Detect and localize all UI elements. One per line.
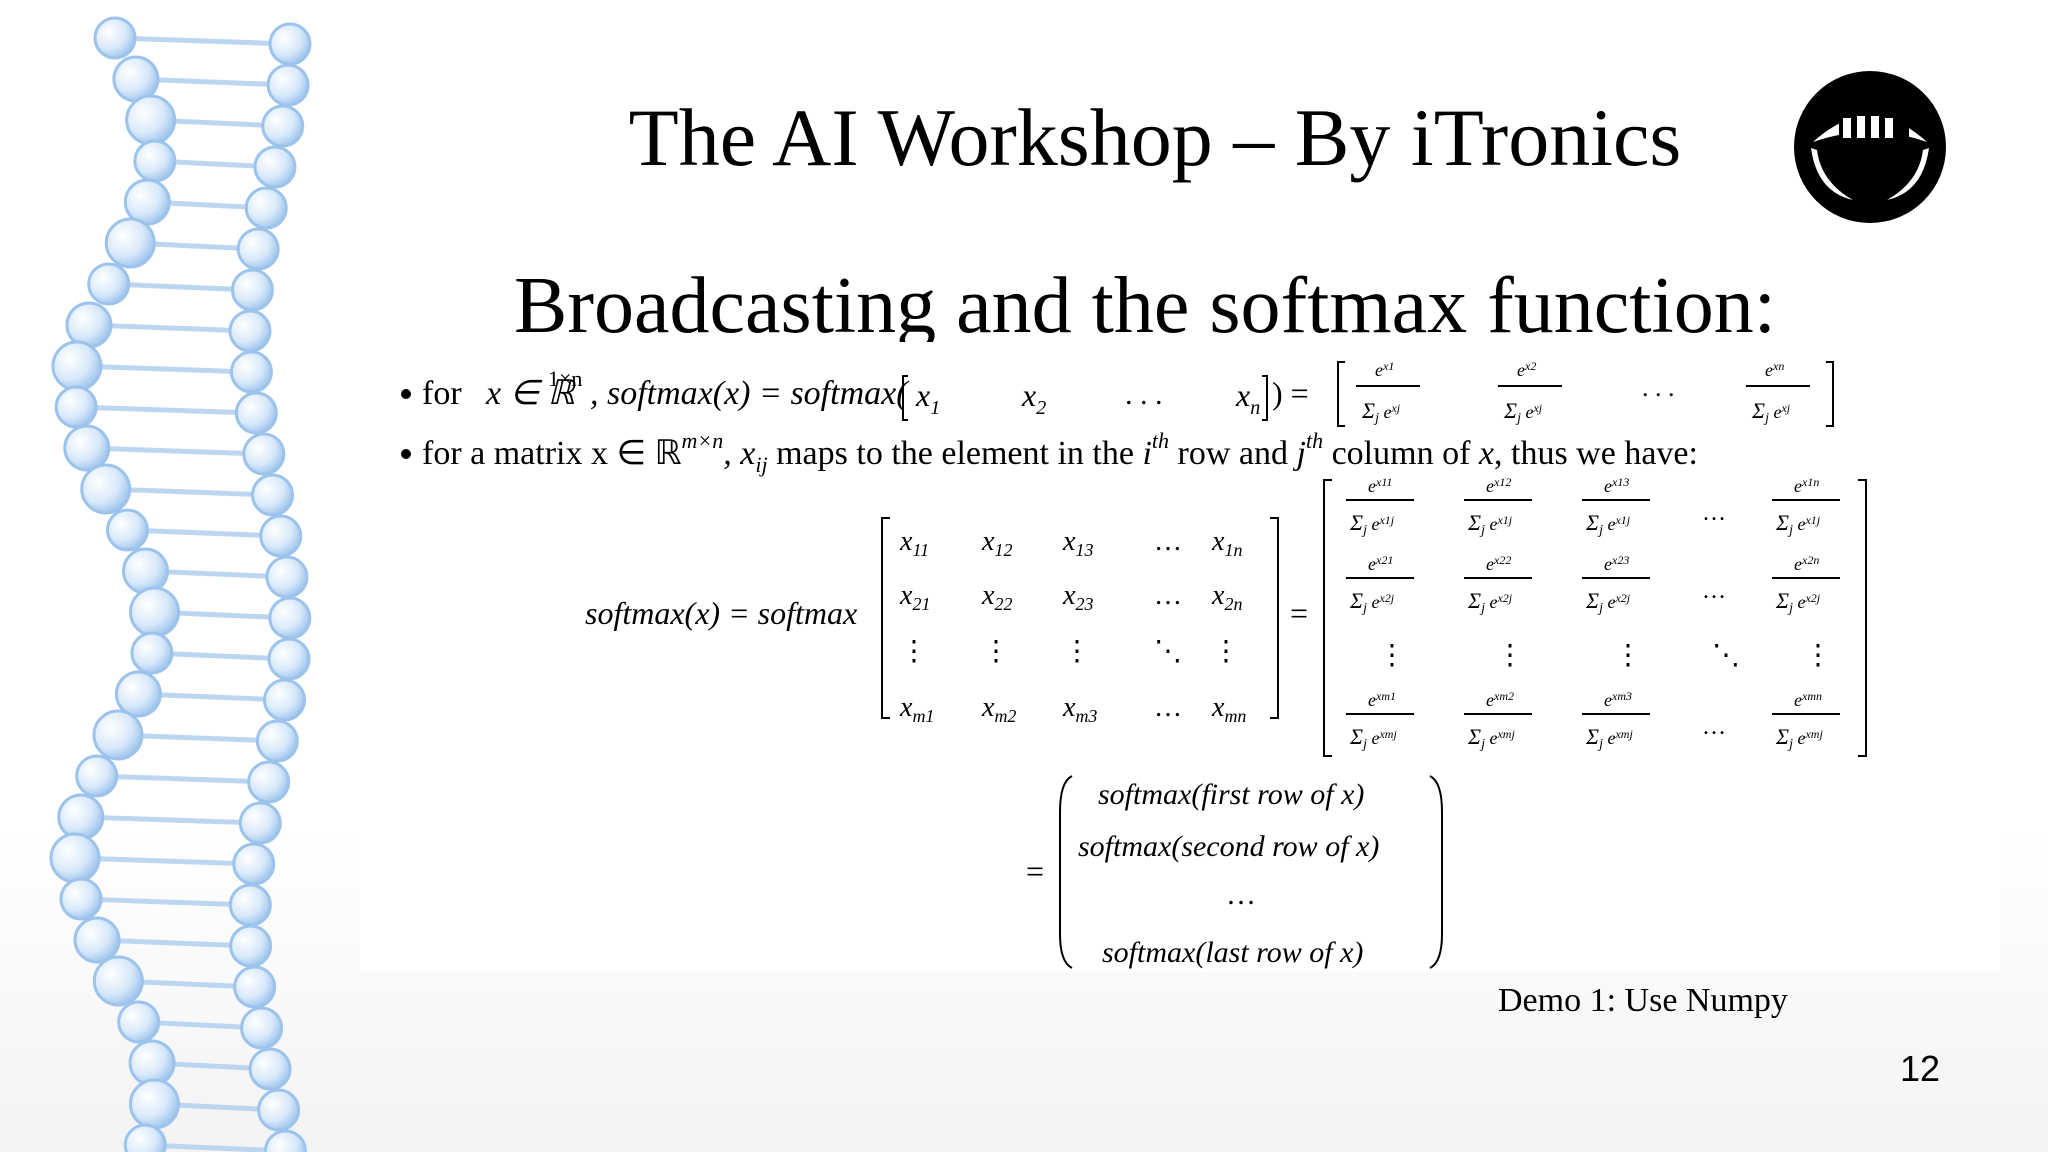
- dna-helix-decoration: [49, 16, 312, 1152]
- row-label-last: softmax(last row of x): [1102, 936, 1363, 969]
- equals-sign: =: [1290, 595, 1308, 631]
- svg-text:xm2: xm2: [981, 692, 1016, 726]
- bullet2-sup: m×n: [682, 428, 724, 453]
- svg-text:Σj ex2j: Σj ex2j: [1585, 588, 1631, 616]
- svg-text:Σj ex1j: Σj ex1j: [1585, 510, 1631, 538]
- bullet2-text: for a matrix x ∈ ℝ: [422, 435, 682, 472]
- page-number: 12: [1900, 1048, 1941, 1089]
- svg-text:Σj exmj: Σj exmj: [1585, 724, 1633, 752]
- bullet2-row: row and: [1169, 435, 1296, 472]
- svg-text:⋱: ⋱: [1712, 640, 1740, 671]
- svg-text:exmn: exmn: [1794, 689, 1822, 710]
- svg-text:ex23: ex23: [1604, 553, 1629, 574]
- svg-text:x13: x13: [1062, 526, 1093, 560]
- softmax-lhs: softmax(x) = softmax: [585, 595, 857, 631]
- svg-text:ex1n: ex1n: [1794, 475, 1819, 496]
- svg-text:⋮: ⋮: [1804, 640, 1832, 671]
- svg-text:exn: exn: [1765, 359, 1784, 380]
- softmax-formula: for x ∈ ℝ 1×n , softmax(x) = softmax( x1…: [401, 359, 1867, 969]
- svg-text:. . .: . . .: [1125, 378, 1163, 411]
- svg-text:…: …: [1154, 580, 1182, 611]
- svg-text:Σj exmj: Σj exmj: [1467, 724, 1515, 752]
- svg-text:x1: x1: [915, 377, 940, 419]
- svg-text:xm3: xm3: [1062, 692, 1097, 726]
- svg-text:exm2: exm2: [1486, 689, 1514, 710]
- svg-text:x22: x22: [981, 580, 1012, 614]
- equals-sign-2: =: [1026, 853, 1044, 889]
- svg-text:Σj exj: Σj exj: [1503, 398, 1543, 426]
- bullet2-rest: , x: [723, 435, 755, 472]
- bullet2-col: column of: [1323, 435, 1479, 472]
- bullet1-sup: 1×n: [548, 366, 582, 391]
- svg-text:x23: x23: [1062, 580, 1093, 614]
- svg-text:…: …: [1154, 692, 1182, 723]
- svg-text:x11: x11: [899, 526, 929, 560]
- bullet1-eq: , softmax(x) = softmax(: [590, 375, 910, 412]
- svg-text:x21: x21: [899, 580, 930, 614]
- svg-text:for a matrix x ∈ ℝm×n, xij map: for a matrix x ∈ ℝm×n, xij maps to the e…: [422, 428, 1698, 477]
- svg-text:xm1: xm1: [899, 692, 934, 726]
- bullet2-end: , thus we have:: [1494, 435, 1698, 472]
- svg-text:ex1: ex1: [1375, 359, 1394, 380]
- slide-subtitle: Broadcasting and the softmax function:: [514, 262, 1776, 350]
- svg-text:⋮: ⋮: [1378, 640, 1406, 671]
- formula-panel: for x ∈ ℝ 1×n , softmax(x) = softmax( x1…: [360, 342, 2000, 972]
- svg-text:ex11: ex11: [1368, 475, 1392, 496]
- svg-text:…: …: [1154, 526, 1182, 557]
- bullet2-th-2: th: [1306, 428, 1323, 453]
- svg-text:Σj ex2j: Σj ex2j: [1467, 588, 1513, 616]
- bullet2-i: i: [1142, 435, 1151, 472]
- bullet1-prefix: for: [422, 375, 462, 412]
- bullet2-sub: ij: [755, 452, 767, 477]
- svg-text:x2: x2: [1021, 377, 1046, 419]
- svg-text:xn: xn: [1235, 377, 1260, 419]
- svg-text:. . .: . . .: [1642, 373, 1675, 402]
- bullet2-th: th: [1152, 428, 1169, 453]
- svg-text:⋮: ⋮: [1496, 640, 1524, 671]
- svg-text:Σj exj: Σj exj: [1751, 398, 1791, 426]
- row-label-first: softmax(first row of x): [1098, 778, 1364, 811]
- bullet1-def: x ∈ ℝ: [485, 375, 577, 412]
- svg-text:Σj exmj: Σj exmj: [1349, 724, 1397, 752]
- svg-text:exm1: exm1: [1368, 689, 1396, 710]
- svg-text:ex21: ex21: [1368, 553, 1393, 574]
- svg-text:ex22: ex22: [1486, 553, 1511, 574]
- svg-text:ex2: ex2: [1517, 359, 1536, 380]
- row-label-second: softmax(second row of x): [1078, 830, 1379, 863]
- svg-text:Σj ex1j: Σj ex1j: [1467, 510, 1513, 538]
- svg-text:ex13: ex13: [1604, 475, 1629, 496]
- row-label-ellipsis: …: [1226, 878, 1256, 911]
- svg-text:Σj ex2j: Σj ex2j: [1349, 588, 1395, 616]
- slide-title: The AI Workshop – By iTronics: [628, 92, 1682, 183]
- svg-text:⋮: ⋮: [900, 636, 928, 667]
- svg-text:Σj ex1j: Σj ex1j: [1775, 510, 1821, 538]
- svg-text:exm3: exm3: [1604, 689, 1632, 710]
- svg-text:x12: x12: [981, 526, 1012, 560]
- svg-text:…: …: [1702, 578, 1726, 604]
- svg-text:x2n: x2n: [1211, 580, 1242, 614]
- bullet2-x: x: [1478, 435, 1494, 472]
- bullet2-maps: maps to the element in the: [768, 435, 1143, 472]
- svg-text:xmn: xmn: [1211, 692, 1246, 726]
- svg-text:ex12: ex12: [1486, 475, 1511, 496]
- itronics-logo: [1794, 71, 1946, 223]
- svg-text:x1n: x1n: [1211, 526, 1242, 560]
- bullet-dot: [401, 389, 411, 399]
- svg-text:ex2n: ex2n: [1794, 553, 1819, 574]
- svg-text:Σj ex1j: Σj ex1j: [1349, 510, 1395, 538]
- svg-text:Σj ex2j: Σj ex2j: [1775, 588, 1821, 616]
- svg-text:⋮: ⋮: [982, 636, 1010, 667]
- demo-label: Demo 1: Use Numpy: [1498, 982, 1788, 1019]
- svg-text:Σj exj: Σj exj: [1361, 398, 1401, 426]
- svg-text:⋮: ⋮: [1063, 636, 1091, 667]
- svg-text:⋮: ⋮: [1614, 640, 1642, 671]
- svg-text:…: …: [1702, 714, 1726, 740]
- bullet2-j: j: [1293, 435, 1306, 472]
- svg-text:) =: ) =: [1272, 375, 1309, 411]
- svg-text:⋱: ⋱: [1154, 636, 1182, 667]
- svg-text:…: …: [1702, 500, 1726, 526]
- svg-text:⋮: ⋮: [1212, 636, 1240, 667]
- svg-text:Σj exmj: Σj exmj: [1775, 724, 1823, 752]
- bullet-dot: [401, 449, 411, 459]
